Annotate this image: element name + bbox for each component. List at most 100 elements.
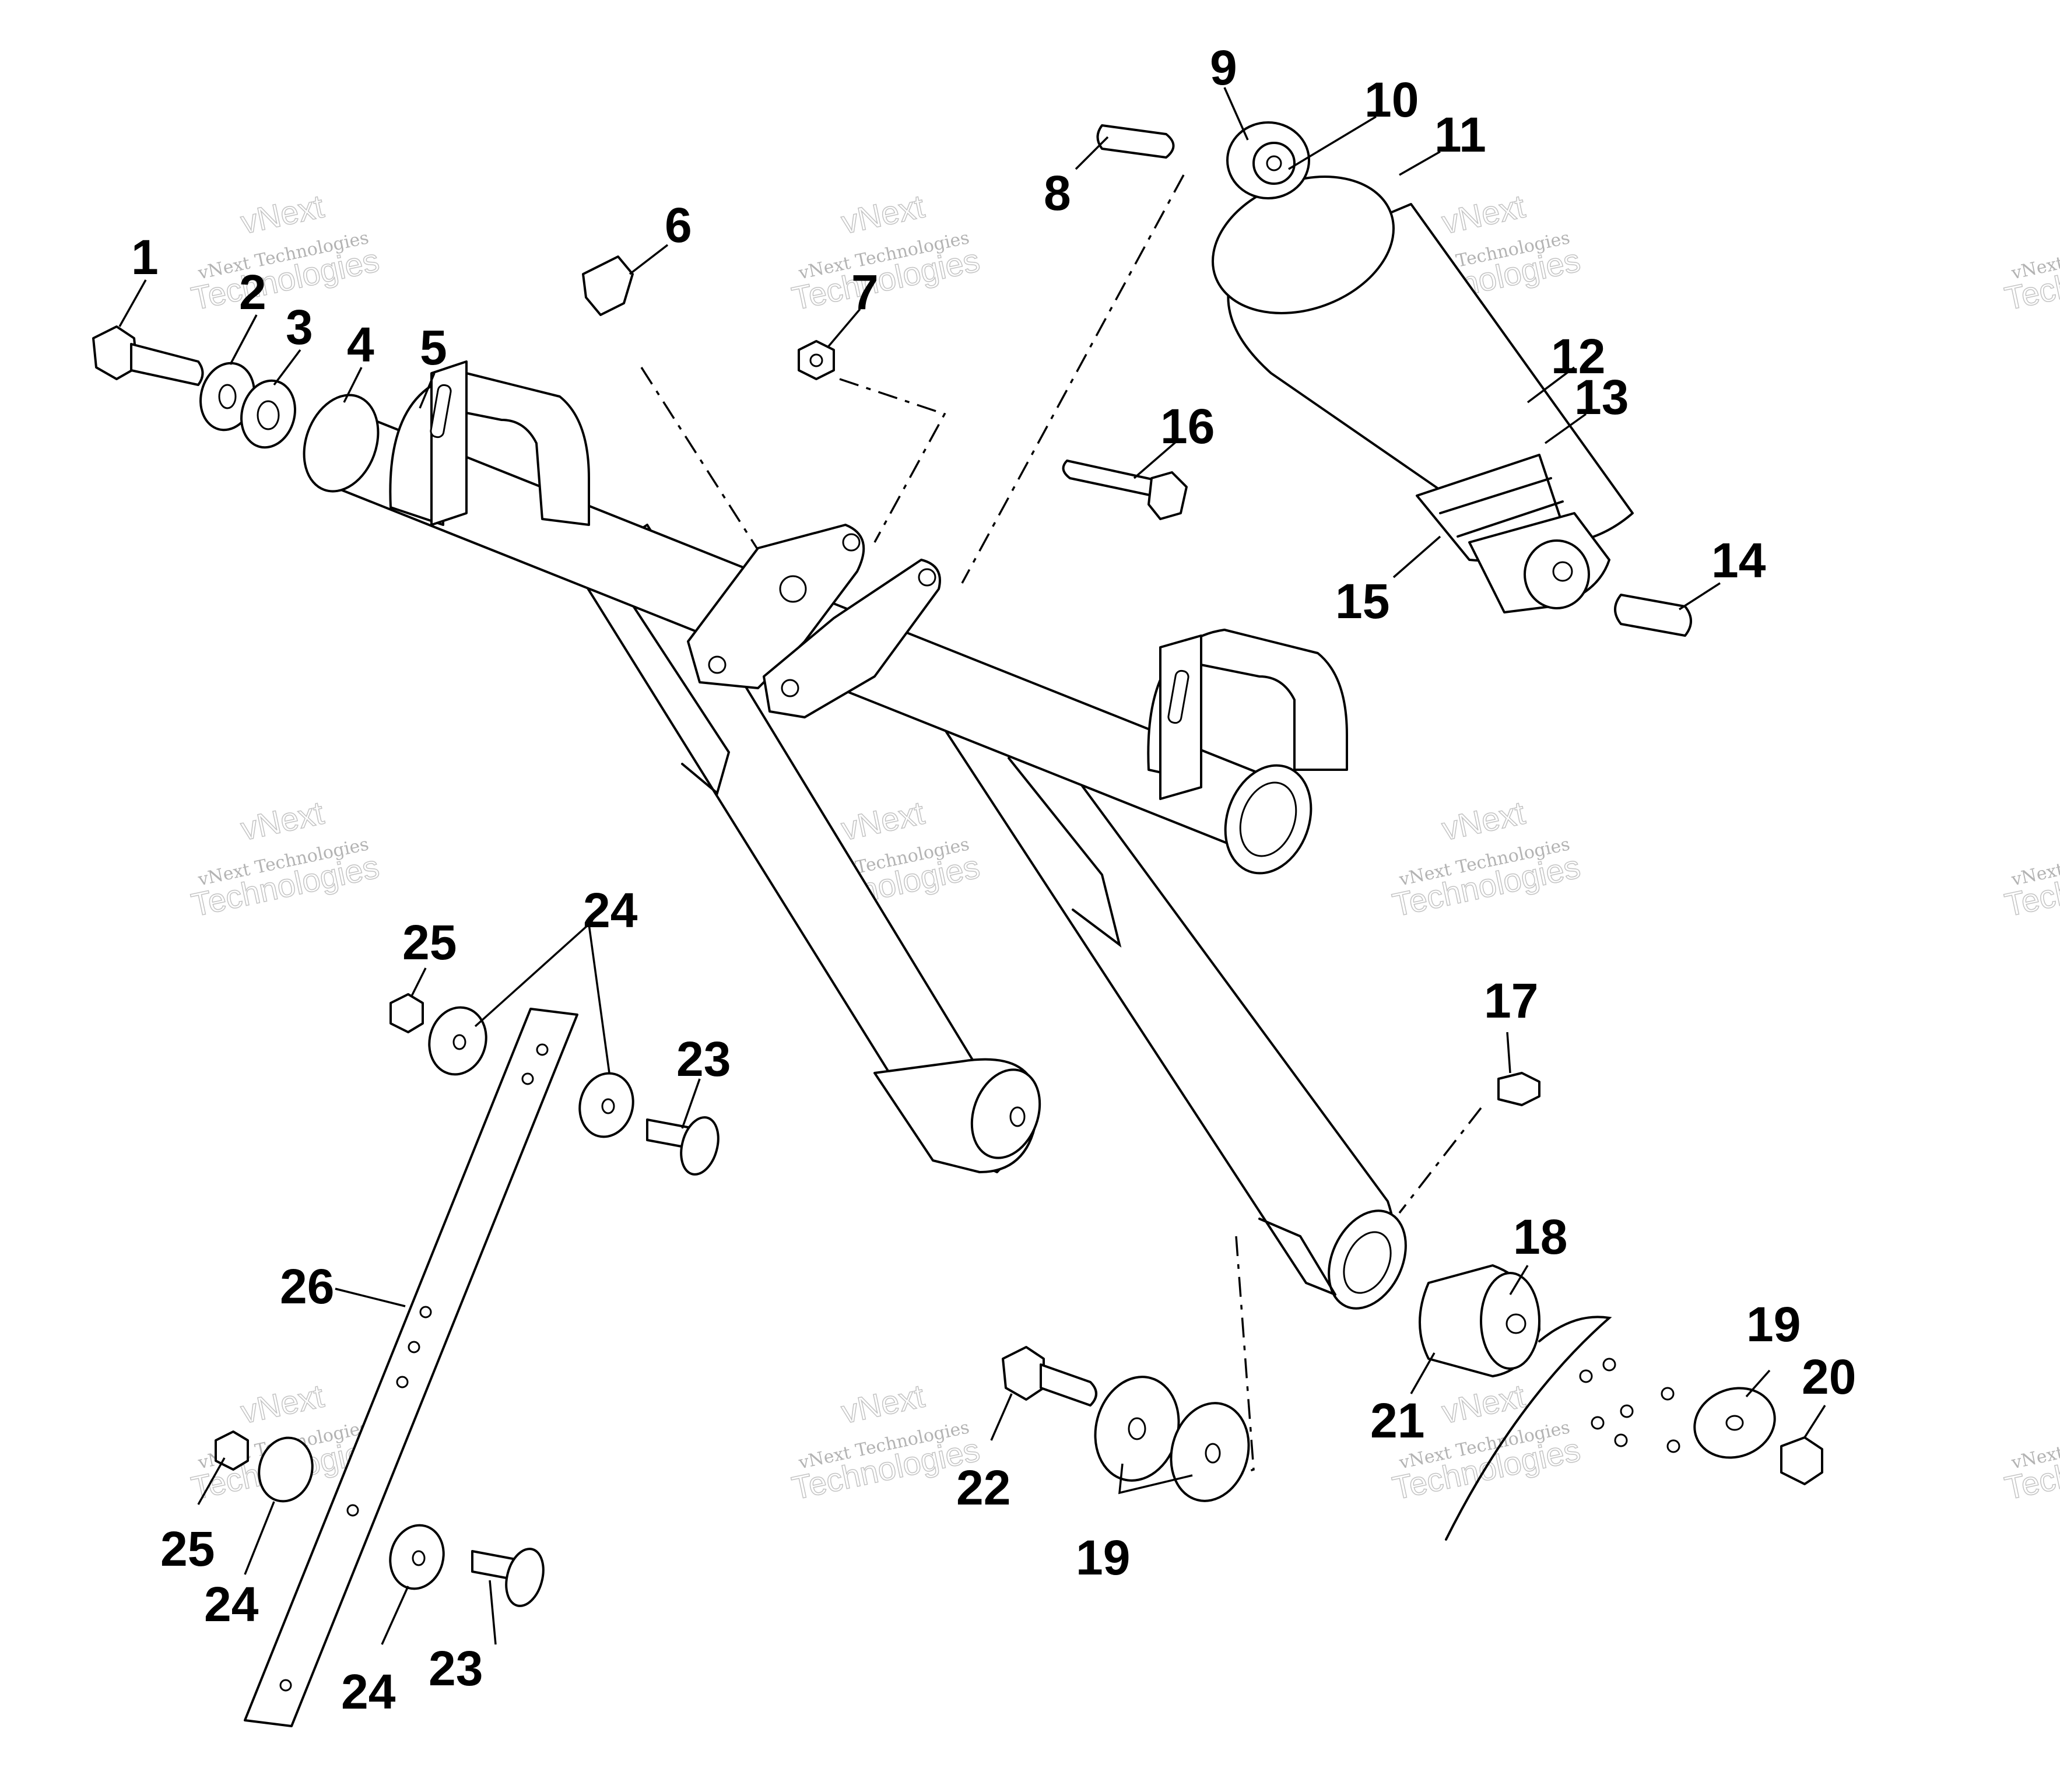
- watermark-tile: vNext vNext Technologies Technologies: [188, 187, 382, 317]
- plate-hole: [1579, 1369, 1593, 1383]
- leader-12: [1526, 366, 1575, 404]
- callout-24-top: 24: [583, 883, 638, 938]
- callout-4: 4: [347, 317, 374, 372]
- callout-3: 3: [286, 300, 313, 355]
- pin-14: [1614, 594, 1692, 637]
- strap-hole: [419, 1306, 432, 1318]
- leader-4: [343, 367, 363, 403]
- callout-16: 16: [1160, 399, 1215, 454]
- watermark-tile: vNext vNext Technologies Technologies: [1389, 794, 1584, 924]
- washer-24-bottom-hole: [412, 1550, 426, 1566]
- strap-hole: [396, 1376, 409, 1388]
- strap-26: [244, 1008, 578, 1727]
- small-fittings-group: [582, 255, 835, 380]
- washer-2-hole: [218, 384, 237, 409]
- plate-hole: [1666, 1439, 1680, 1453]
- shock-absorber-group: [1062, 121, 1692, 637]
- watermark-text: vNext: [1438, 188, 1528, 241]
- leader-11: [1399, 150, 1441, 176]
- spacer-18-hole: [1505, 1313, 1526, 1334]
- center-mount-hole: [708, 655, 727, 674]
- leader-24-bottom: [381, 1586, 409, 1645]
- center-mount-hole: [779, 575, 807, 603]
- callout-23-top: 23: [676, 1032, 731, 1086]
- left-saddle-slot: [430, 384, 452, 439]
- shock-spring-ring: [1457, 500, 1564, 538]
- leader-26: [335, 1288, 406, 1307]
- callout-26: 26: [280, 1259, 334, 1314]
- leader-19-right: [1745, 1369, 1771, 1398]
- leader-25-top: [410, 967, 427, 998]
- watermark-text: Technologies: [2002, 848, 2060, 924]
- callout-13: 13: [1574, 370, 1629, 425]
- callout-14: 14: [1711, 533, 1766, 588]
- callout-25-top: 25: [402, 915, 457, 970]
- swing-arm-right-lip: [1258, 1218, 1336, 1296]
- watermark-text: Technologies: [2002, 241, 2060, 317]
- shock-spring-ring: [1439, 477, 1552, 514]
- leader-25-bottom: [197, 1457, 226, 1505]
- callout-17: 17: [1484, 973, 1538, 1028]
- plate-hole: [1620, 1404, 1634, 1418]
- leader-22: [990, 1393, 1013, 1441]
- callout-5: 5: [420, 320, 447, 375]
- watermark-text: vNext: [237, 1377, 327, 1430]
- callout-18: 18: [1513, 1209, 1567, 1264]
- assembly-line-17: [1398, 1107, 1482, 1214]
- swing-arm-left-bore: [970, 1068, 1041, 1159]
- strap-hole: [346, 1504, 359, 1517]
- callout-11: 11: [1434, 107, 1486, 162]
- leader-19-bottom: [1118, 1463, 1193, 1495]
- bolt-1-shank: [130, 343, 204, 386]
- callout-1: 1: [131, 230, 159, 285]
- center-mount-bracket-right: [763, 559, 941, 718]
- watermark-tile: vNext vNext Technologies Technologies: [788, 1377, 983, 1507]
- callout-22: 22: [956, 1460, 1010, 1515]
- cross-shaft-left-end: [303, 394, 380, 493]
- callout-6: 6: [665, 198, 692, 253]
- assembly-line-shock: [961, 174, 1185, 584]
- callout-12: 12: [1551, 329, 1605, 384]
- leader-5: [419, 373, 436, 409]
- plate-hole: [1661, 1387, 1675, 1401]
- callout-9: 9: [1210, 40, 1237, 95]
- leader-16: [1133, 439, 1179, 479]
- leader-9: [1223, 87, 1249, 141]
- washer-19-a-hole: [1128, 1417, 1146, 1440]
- leader-7: [827, 308, 861, 348]
- swing-arm-right-bore-inner: [1343, 1231, 1392, 1294]
- callout-7: 7: [851, 265, 879, 320]
- watermark-tile-edge: vNext Technologies Technologies: [2001, 1417, 2060, 1507]
- axle-hardware-group: [1002, 1072, 1823, 1541]
- callout-21: 21: [1370, 1393, 1424, 1448]
- swing-arm-left-brace: [629, 599, 731, 795]
- watermark-tile: vNext vNext Technologies Technologies: [788, 187, 983, 317]
- watermark-text: vNext: [838, 794, 928, 847]
- nut-25-top: [389, 993, 424, 1033]
- watermark-text: vNext: [237, 188, 327, 241]
- leader-18: [1509, 1265, 1529, 1295]
- bolt-22-shank: [1040, 1363, 1097, 1407]
- washer-19-right-hole: [1725, 1415, 1744, 1431]
- nut-7-hole: [809, 353, 823, 367]
- bolt-22-head: [1002, 1346, 1045, 1401]
- center-mount-hole: [918, 568, 936, 587]
- swing-arm-left-hole: [1009, 1106, 1026, 1127]
- washer-24-bottom-left: [258, 1436, 314, 1503]
- washer-19-b-hole: [1205, 1443, 1221, 1464]
- watermark-text: vNext: [1438, 794, 1528, 847]
- leader-2: [229, 314, 258, 365]
- pin-23-bottom-head: [505, 1548, 545, 1607]
- track-plate-edge: [1445, 1316, 1612, 1541]
- callout-24-bottom: 24: [341, 1664, 396, 1719]
- leader-14: [1679, 582, 1721, 611]
- pin-23-top-head: [680, 1116, 720, 1176]
- leader-lines: [118, 87, 1826, 1645]
- nut-20: [1780, 1436, 1823, 1485]
- grease-fitting-6: [582, 255, 634, 316]
- watermark-tile-edge: vNext Technologies Technologies: [2001, 227, 2060, 317]
- strap-hole: [408, 1341, 420, 1353]
- washer-24-mid-hole: [601, 1098, 615, 1114]
- leader-8: [1075, 136, 1109, 170]
